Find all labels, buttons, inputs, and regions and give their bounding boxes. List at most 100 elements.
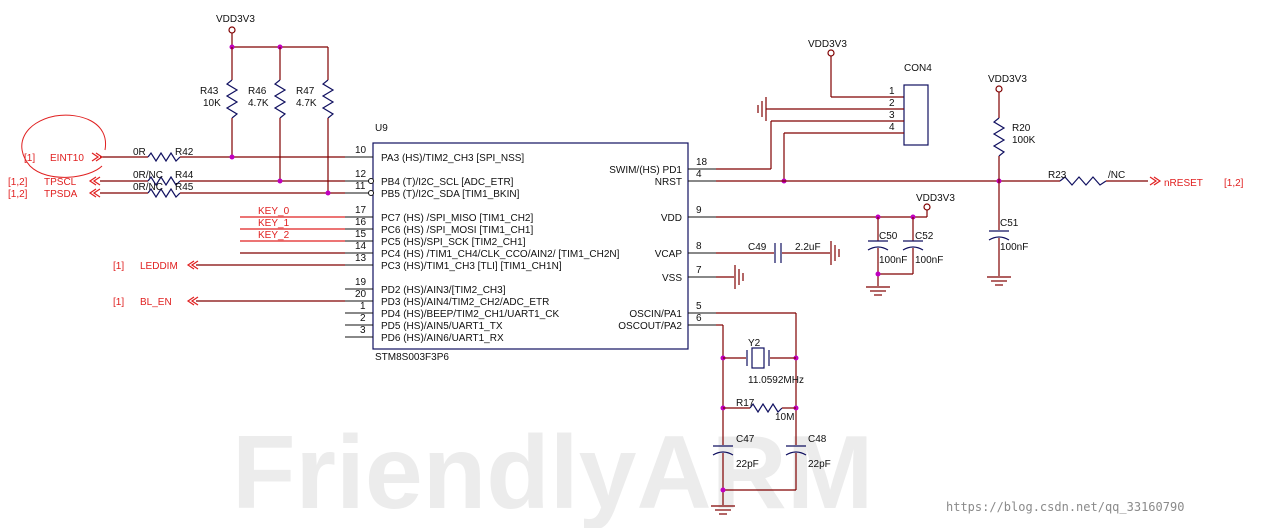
r44-value: 0R/NC: [133, 170, 163, 181]
pin-name-left-3: PC7 (HS) /SPI_MISO [TIM1_CH2]: [381, 213, 533, 224]
connector-con4: [903, 84, 929, 146]
ground-icon: [987, 276, 1011, 286]
pin-name-left-6: PC4 (HS) /TIM1_CH4/CLK_CCO/AIN2/ [TIM1_C…: [381, 249, 620, 260]
r23-ref: R23: [1048, 170, 1067, 181]
pin-num-left-11: 2: [360, 313, 366, 324]
c49-value: 2.2uF: [795, 242, 821, 253]
ground-icon: [757, 97, 770, 121]
resistor-r46: [273, 79, 287, 119]
r43-ref: R43: [200, 86, 219, 97]
con4-ref: CON4: [904, 63, 932, 74]
pin-num-left-0: 10: [355, 145, 367, 156]
net-arrow-icon: [186, 260, 199, 270]
con4-pin-1: 1: [889, 86, 895, 97]
net-leddim-sheet: [1]: [113, 261, 124, 272]
pin-name-right-4: VSS: [662, 273, 682, 284]
c52-ref: C52: [915, 231, 934, 242]
net-key2-label: KEY_2: [258, 230, 290, 241]
pin-name-left-9: PD3 (HS)/AIN4/TIM2_CH2/ADC_ETR: [381, 297, 549, 308]
pin-name-left-12: PD6 (HS)/AIN6/UART1_RX: [381, 333, 504, 344]
con4-pin-4: 4: [889, 122, 895, 133]
vdd-label-decoupling: VDD3V3: [916, 193, 955, 204]
net-tpsda-label: TPSDA: [44, 189, 78, 200]
capacitor-c51-plate: [988, 236, 1010, 241]
net-tpscl-sheet: [1,2]: [8, 177, 28, 188]
vdd-symbol-decoupling: [923, 203, 931, 217]
pin-num-right-6: 6: [696, 313, 702, 324]
y2-ref: Y2: [748, 338, 761, 349]
ic-right-pin-stubs: [688, 168, 716, 326]
pin-name-right-2: VDD: [661, 213, 682, 224]
net-arrow-icon: [91, 152, 104, 162]
junction-dot: [277, 178, 283, 184]
pin-num-right-5: 5: [696, 301, 702, 312]
pin-name-right-0: SWIM/(HS) PD1: [609, 165, 682, 176]
c47-ref: C47: [736, 434, 755, 445]
c47-value: 22pF: [736, 459, 759, 470]
net-key1-label: KEY_1: [258, 218, 290, 229]
pin-num-left-1: 12: [355, 169, 367, 180]
crystal-y2: [751, 347, 765, 369]
vdd-symbol-r20: [995, 85, 1003, 118]
c51-value: 100nF: [1000, 242, 1028, 253]
pin-num-left-3: 17: [355, 205, 367, 216]
net-arrow-icon: [186, 296, 199, 306]
c48-ref: C48: [808, 434, 827, 445]
r44-ref: R44: [175, 170, 194, 181]
ic-u9-body: [372, 142, 689, 350]
capacitor-c50-plate: [867, 246, 889, 251]
pin-num-left-12: 3: [360, 325, 366, 336]
r42-ref: R42: [175, 147, 194, 158]
capacitor-c52-plate: [902, 246, 924, 251]
r17-value: 10M: [775, 412, 794, 423]
r45-value: 0R/NC: [133, 182, 163, 193]
r23-value: /NC: [1108, 170, 1125, 181]
con4-pin-2: 2: [889, 98, 895, 109]
net-eint10-sheet: [1]: [24, 153, 35, 164]
vdd-symbol-top-left: [228, 26, 236, 47]
capacitor-c48-plate: [785, 451, 807, 456]
r47-ref: R47: [296, 86, 315, 97]
resistor-r17: [749, 402, 783, 414]
capacitor-c47-plate: [712, 451, 734, 456]
pin-name-right-1: NRST: [655, 177, 682, 188]
pin-name-left-2: PB5 (T)/I2C_SDA [TIM1_BKIN]: [381, 189, 520, 200]
net-eint10-label: EINT10: [50, 153, 84, 164]
resistor-r20: [992, 117, 1006, 157]
pin-num-left-10: 1: [360, 301, 366, 312]
net-arrow-icon: [1149, 176, 1162, 186]
net-blen-label: BL_EN: [140, 297, 172, 308]
highlight-circle: [21, 114, 106, 178]
pin-name-left-11: PD5 (HS)/AIN5/UART1_TX: [381, 321, 503, 332]
pin-num-right-0: 18: [696, 157, 708, 168]
pin-num-right-4: 7: [696, 265, 702, 276]
pin-name-left-4: PC6 (HS) /SPI_MOSI [TIM1_CH1]: [381, 225, 533, 236]
pin-num-right-3: 8: [696, 241, 702, 252]
net-arrow-icon: [88, 188, 101, 198]
r20-ref: R20: [1012, 123, 1031, 134]
pin-name-left-7: PC3 (HS)/TIM1_CH3 [TLI] [TIM1_CH1N]: [381, 261, 562, 272]
vdd-label-top-left: VDD3V3: [216, 14, 255, 25]
pin-name-left-10: PD4 (HS)/BEEP/TIM2_CH1/UART1_CK: [381, 309, 560, 320]
r47-value: 4.7K: [296, 98, 317, 109]
net-blen-sheet: [1]: [113, 297, 124, 308]
watermark-text: FriendlyARM: [232, 415, 873, 528]
c50-ref: C50: [879, 231, 898, 242]
pin-name-right-5: OSCIN/PA1: [629, 309, 682, 320]
r42-value: 0R: [133, 147, 146, 158]
vdd-label-r20: VDD3V3: [988, 74, 1027, 85]
source-url: https://blog.csdn.net/qq_33160790: [946, 500, 1184, 514]
junction-dot: [229, 154, 235, 160]
junction-dot: [325, 190, 331, 196]
net-key0-label: KEY_0: [258, 206, 290, 217]
resistor-r47: [321, 79, 335, 119]
resistor-r43: [225, 79, 239, 119]
c49-ref: C49: [748, 242, 767, 253]
junction-dot: [875, 271, 881, 277]
resistor-r45: [147, 187, 181, 199]
con4-pin-3: 3: [889, 110, 895, 121]
pin-num-right-1: 4: [696, 169, 702, 180]
pin-num-right-2: 9: [696, 205, 702, 216]
junction-dot: [720, 487, 726, 493]
pin-name-left-0: PA3 (HS)/TIM2_CH3 [SPI_NSS]: [381, 153, 524, 164]
